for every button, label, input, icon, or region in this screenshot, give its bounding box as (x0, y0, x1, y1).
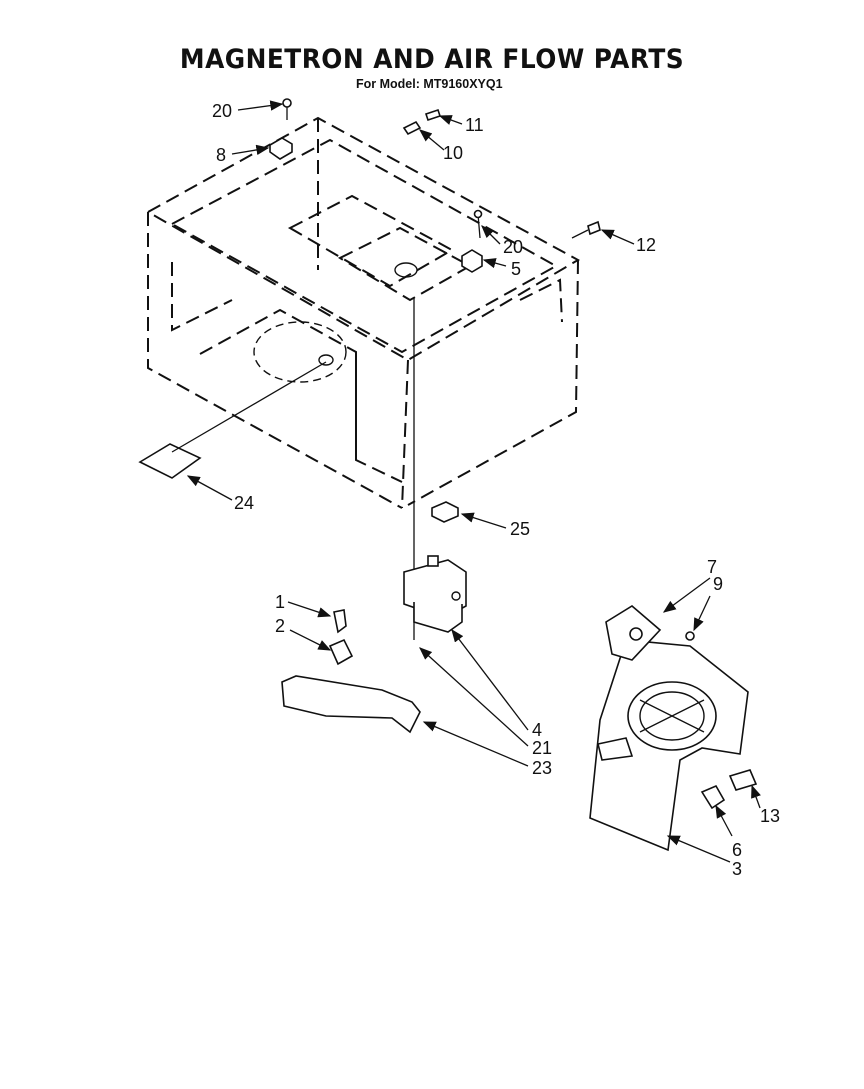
callout-12: 12 (636, 235, 656, 255)
thermal-cutout-1 (333, 609, 347, 634)
magnetron-4 (403, 298, 467, 640)
callout-2: 2 (275, 616, 285, 636)
callout-21: 21 (532, 738, 552, 758)
clip-8 (269, 137, 293, 160)
callout-10: 10 (443, 143, 463, 163)
gasket-24 (138, 361, 327, 479)
fan-assembly (589, 605, 758, 852)
clip-5 (461, 249, 483, 273)
oven-cavity (145, 116, 581, 509)
bracket-2 (328, 638, 354, 666)
callout-9: 9 (713, 574, 723, 594)
screw-10-11 (402, 108, 442, 136)
callout-13: 13 (760, 806, 780, 826)
callout-5: 5 (511, 259, 521, 279)
callout-1: 1 (275, 592, 285, 612)
screw-20b (473, 209, 483, 239)
callout-6: 6 (732, 840, 742, 860)
callout-11: 11 (465, 115, 484, 135)
callout-20-top-left: 20 (212, 101, 232, 121)
screw-12 (571, 220, 601, 239)
model-subtitle: For Model: MT9160XYQ1 (356, 77, 503, 91)
part-25 (431, 501, 459, 523)
page-title: MAGNETRON AND AIR FLOW PARTS (179, 44, 685, 75)
callout-25: 25 (510, 519, 530, 539)
callout-20-right: 20 (503, 237, 523, 257)
callout-4: 4 (532, 720, 542, 740)
callout-7: 7 (707, 557, 717, 577)
callout-24: 24 (234, 493, 254, 513)
leader-lines (186, 100, 761, 863)
callout-23: 23 (532, 758, 552, 778)
screw-20a (282, 98, 292, 120)
callout-3: 3 (732, 859, 742, 879)
callout-8: 8 (216, 145, 226, 165)
air-guide-23 (281, 675, 421, 734)
